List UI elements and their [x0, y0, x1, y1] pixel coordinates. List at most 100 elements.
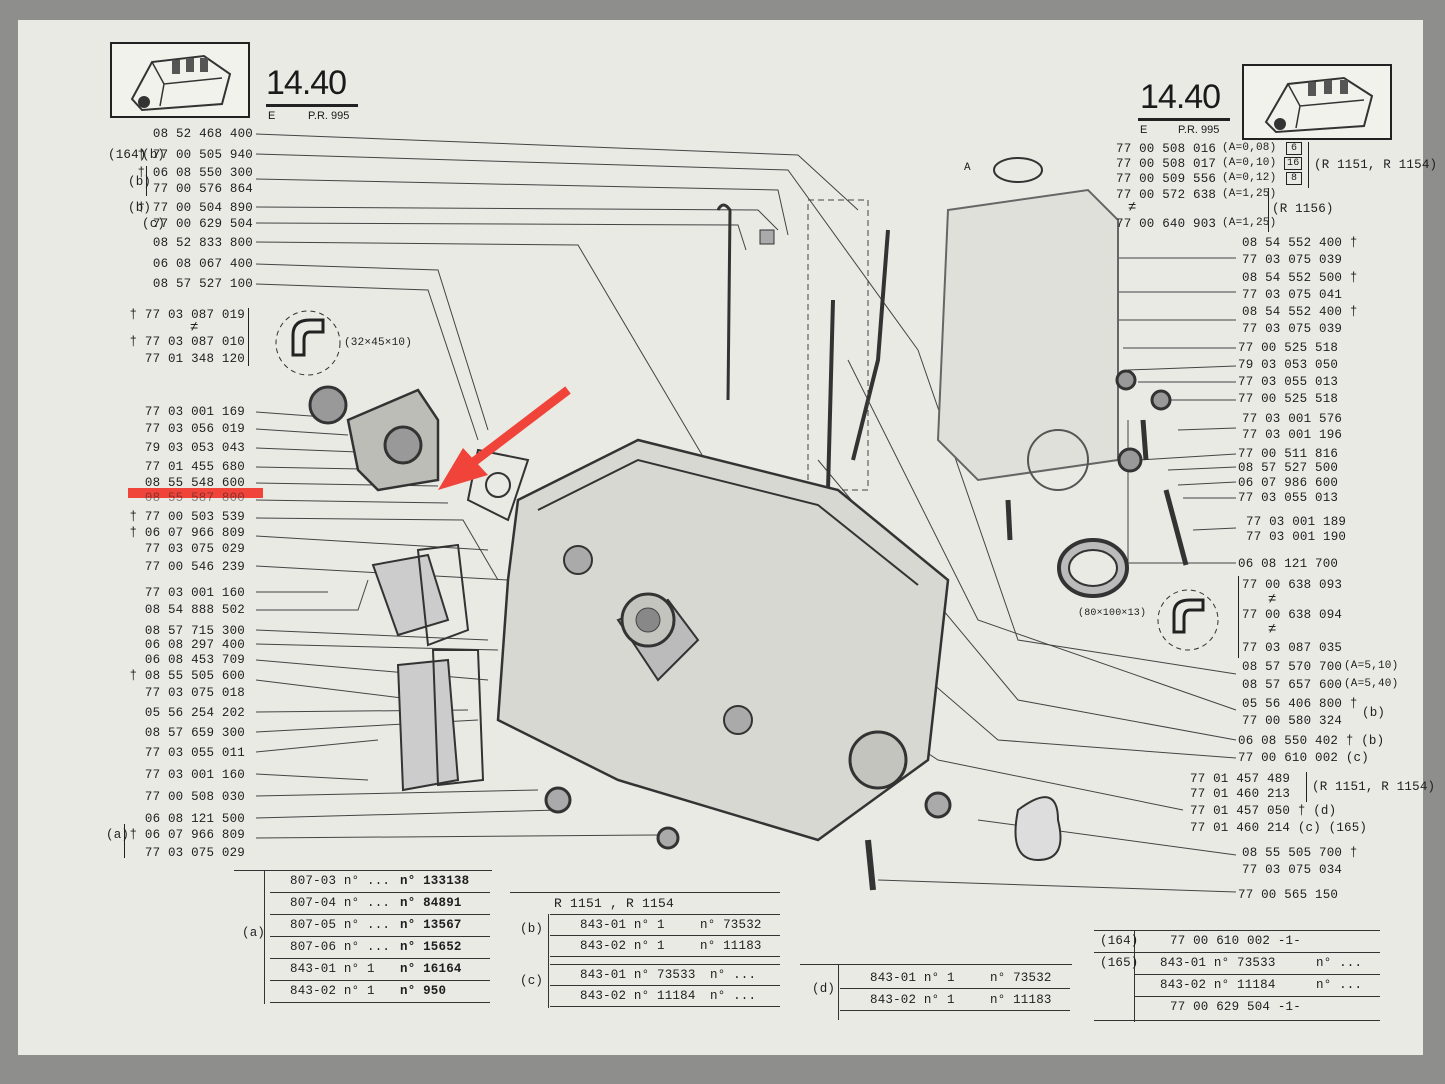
part-77-03-001-196: 77 03 001 196	[1242, 428, 1343, 442]
table-e-r3a: 843-02 n° 11184	[1160, 978, 1276, 992]
part-06-08-550-300: † 06 08 550 300	[137, 166, 253, 180]
tag-b-2: (b)	[128, 175, 152, 189]
table-b-tag-b: (b)	[520, 922, 544, 936]
tag-a: (a)	[106, 828, 130, 842]
shim-3-mark: 8	[1286, 172, 1303, 185]
part-77-00-505-940: † 77 00 505 940	[137, 148, 253, 162]
part-79-03-053-043: 79 03 053 043	[144, 441, 245, 455]
part-05-56-406-800: 05 56 406 800 †	[1242, 697, 1358, 711]
table-a-row: 843-01 n° 1 n° 16164	[270, 960, 490, 981]
part-06-07-966-809-b: † 06 07 966 809	[129, 828, 245, 842]
table-c-row: 843-01 n° 73533 n° ...	[550, 964, 780, 986]
engine-block-exploded-diagram	[255, 133, 1237, 893]
table-e: (164) 77 00 610 002 -1- (165) 843-01 n° …	[1094, 930, 1380, 1022]
tag-b-1: (b)	[142, 148, 166, 162]
part-77-00-511-816: 77 00 511 816	[1238, 447, 1339, 461]
part-77-03-075-041: 77 03 075 041	[1242, 288, 1343, 302]
bracket-bag	[1306, 772, 1307, 802]
part-77-03-001-169: 77 03 001 169	[144, 405, 245, 419]
rear-seal-dimensions: (80×100×13)	[1078, 608, 1147, 619]
part-08-57-527-100: 08 57 527 100	[152, 277, 253, 291]
shim-3: 77 00 509 556	[1116, 172, 1217, 186]
part-77-00-508-030: 77 00 508 030	[144, 790, 245, 804]
part-77-00-629-504: 77 00 629 504	[152, 217, 253, 231]
part-08-54-552-400: 08 54 552 400 †	[1242, 236, 1358, 250]
table-b-tag-c: (c)	[520, 974, 544, 988]
table-a-row: 807-06 n° ... n° 15652	[270, 938, 490, 959]
table-d-row: 843-02 n° 1 n° 11183	[840, 990, 1070, 1011]
table-a-row: 807-03 n° ... n° 133138	[270, 872, 490, 893]
shim-3-a: (A=0,12)	[1222, 172, 1277, 184]
bracket-seal	[248, 308, 249, 366]
table-e-r4: 77 00 629 504 -1-	[1170, 1000, 1301, 1014]
table-b-row: 843-01 n° 1 n° 73532	[550, 914, 780, 936]
part-77-00-610-002: 77 00 610 002 (c)	[1238, 751, 1369, 765]
part-77-03-001-189: 77 03 001 189	[1246, 515, 1347, 529]
part-08-57-715-300: 08 57 715 300	[144, 624, 245, 638]
engine-block-thumbnail-right	[1242, 64, 1392, 140]
bracket-b	[146, 166, 147, 196]
part-08-52-468-400: 08 52 468 400	[152, 127, 253, 141]
part-77-03-001-576: 77 03 001 576	[1242, 412, 1343, 426]
red-arrow-annotation	[438, 386, 571, 490]
part-77-03-001-190: 77 03 001 190	[1246, 530, 1347, 544]
part-06-07-966-809: † 06 07 966 809	[129, 526, 245, 540]
part-08-57-570-700-a: (A=5,10)	[1344, 660, 1399, 672]
part-08-55-587-800: 08 55 587 800	[144, 491, 245, 505]
part-77-03-075-029: 77 03 075 029	[144, 542, 245, 556]
part-06-08-067-400: 06 08 067 400	[152, 257, 253, 271]
part-06-07-986-600: 06 07 986 600	[1238, 476, 1339, 490]
pr-ref-left: P.R. 995	[308, 110, 350, 122]
part-06-08-550-402: 06 08 550 402 † (b)	[1238, 734, 1385, 748]
part-77-03-075-029-b: 77 03 075 029	[144, 846, 245, 860]
bracket-shims	[1308, 142, 1309, 188]
shim-2-mark: 16	[1284, 157, 1303, 170]
tag-b-3: (b)	[128, 201, 152, 215]
table-b: R 1151 , R 1154 (b) 843-01 n° 1 n° 73532…	[510, 892, 780, 1008]
part-06-08-121-700: 06 08 121 700	[1238, 557, 1339, 571]
part-77-03-087-019: † 77 03 087 019	[129, 308, 245, 322]
part-08-55-548-600: 08 55 548 600	[144, 476, 245, 490]
seal-dimensions: (32×45×10)	[344, 337, 413, 349]
part-08-55-505-600: † 08 55 505 600	[129, 669, 245, 683]
part-06-08-297-400: 06 08 297 400	[144, 638, 245, 652]
part-08-57-657-600: 08 57 657 600	[1242, 678, 1343, 692]
part-77-03-087-010: † 77 03 087 010	[129, 335, 245, 349]
code-letter-left: E	[268, 110, 276, 122]
ref-r1156: (R 1156)	[1272, 202, 1334, 216]
part-77-03-075-039-b: 77 03 075 039	[1242, 322, 1343, 336]
table-d-tag: (d)	[812, 982, 836, 996]
not-interchangeable-icon: ≠	[190, 320, 199, 336]
part-77-03-055-013: 77 03 055 013	[1238, 375, 1339, 389]
part-77-00-565-150: 77 00 565 150	[1238, 888, 1339, 902]
part-77-00-504-890: † 77 00 504 890	[137, 201, 253, 215]
shim-4-a: (A=1,25)	[1222, 188, 1277, 200]
table-a: (a) 807-03 n° ... n° 133138 807-04 n° ..…	[234, 870, 492, 1005]
part-77-01-455-680: 77 01 455 680	[144, 460, 245, 474]
bracket-r1156	[1268, 188, 1269, 232]
table-e-ref-164: (164)	[1100, 934, 1139, 948]
part-77-03-001-160: 77 03 001 160	[144, 586, 245, 600]
table-c-row: 843-02 n° 11184 n° ...	[550, 986, 780, 1007]
part-06-08-453-709: 06 08 453 709	[144, 653, 245, 667]
ref-r1151-r1154: (R 1151, R 1154)	[1314, 158, 1438, 172]
part-77-01-457-489: 77 01 457 489	[1190, 772, 1291, 786]
table-a-tag: (a)	[242, 926, 266, 940]
table-a-row: 843-02 n° 1 n° 950	[270, 982, 490, 1003]
header-rule-right	[1138, 118, 1230, 121]
table-b-title: R 1151 , R 1154	[554, 896, 675, 911]
part-77-00-546-239: 77 00 546 239	[144, 560, 245, 574]
bracket-a	[124, 824, 125, 858]
not-interchangeable-icon-3: ≠	[1268, 592, 1277, 608]
part-77-03-087-035: 77 03 087 035	[1242, 641, 1343, 655]
part-77-03-056-019: 77 03 056 019	[144, 422, 245, 436]
part-77-03-075-034: 77 03 075 034	[1242, 863, 1343, 877]
shim-1-mark: 6	[1286, 142, 1303, 155]
table-b-row: 843-02 n° 1 n° 11183	[550, 936, 780, 957]
part-06-08-121-500: 06 08 121 500	[144, 812, 245, 826]
part-77-00-638-093: 77 00 638 093	[1242, 578, 1343, 592]
engine-thumbnail-icon	[130, 54, 232, 112]
table-a-row: 807-05 n° ... n° 13567	[270, 916, 490, 937]
part-77-03-001-160-b: 77 03 001 160	[144, 768, 245, 782]
table-d: (d) 843-01 n° 1 n° 73532 843-02 n° 1 n° …	[800, 964, 1072, 1020]
